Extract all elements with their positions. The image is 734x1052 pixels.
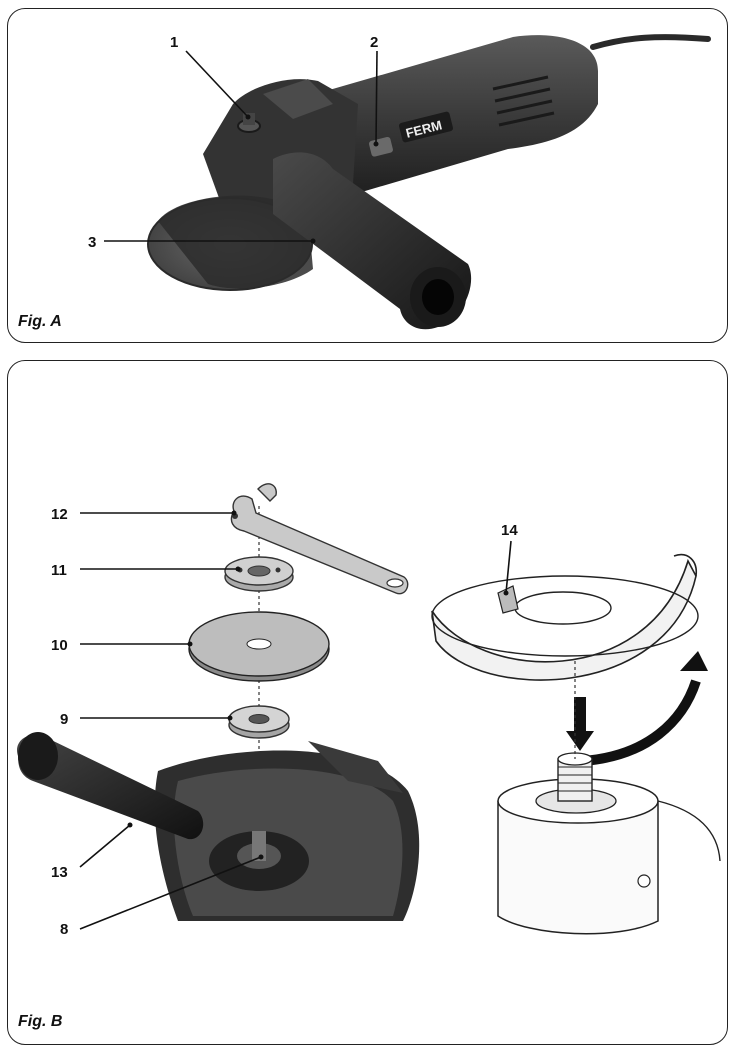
side-handle <box>273 152 472 330</box>
figure-b-label: Fig. B <box>18 1013 63 1030</box>
clamping-nut <box>224 556 294 592</box>
figure-b-panel: 12 11 10 9 13 8 14 Fig. B <box>7 360 728 1045</box>
callout-3: 3 <box>88 234 96 251</box>
callout-10: 10 <box>51 637 68 654</box>
figure-a-panel: FERM 1 2 3 Fig. A <box>7 8 728 343</box>
grinder-head-photo <box>17 732 420 921</box>
callout-11: 11 <box>51 562 67 579</box>
supporting-flange <box>228 705 290 739</box>
callout-8: 8 <box>60 921 68 938</box>
callout-9: 9 <box>60 711 68 728</box>
callout-1: 1 <box>170 34 178 51</box>
callout-14: 14 <box>501 522 518 539</box>
spindle-assembly <box>497 661 721 935</box>
disc-mounting-illustration: 12 11 10 9 13 8 14 <box>17 483 721 938</box>
grinding-disc <box>188 611 330 682</box>
callout-12: 12 <box>51 506 68 523</box>
brand-badge <box>398 111 454 143</box>
callout-2: 2 <box>370 34 378 51</box>
power-cord <box>590 34 711 50</box>
wheel-guard <box>431 554 699 681</box>
pin-spanner-wrench <box>230 483 409 595</box>
wheel-guard <box>158 195 313 289</box>
down-arrow-icon <box>566 697 594 751</box>
rotate-arrow-icon <box>582 651 708 766</box>
callout-13: 13 <box>51 864 68 881</box>
figure-a-label: Fig. A <box>18 313 62 330</box>
vent-slots <box>492 75 555 127</box>
angle-grinder-illustration: FERM 1 2 3 <box>88 34 711 330</box>
